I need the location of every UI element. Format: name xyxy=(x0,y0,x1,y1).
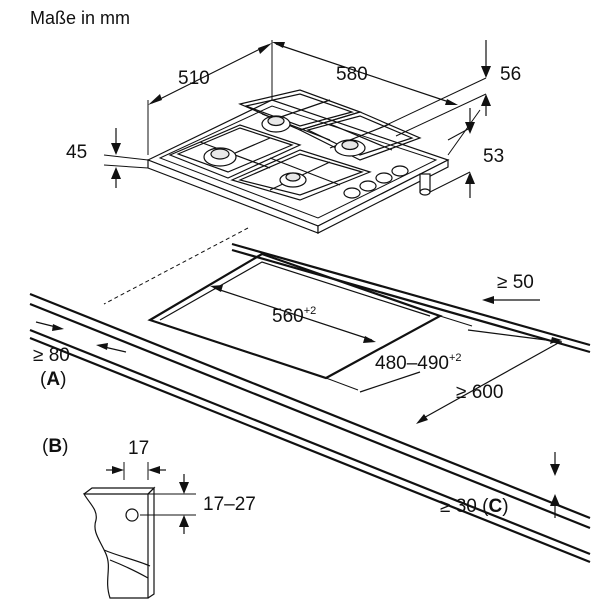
cutout-depth-label: 480–490+2 xyxy=(375,352,462,374)
burners xyxy=(203,115,366,188)
projection-line xyxy=(103,227,249,305)
worktop-profile xyxy=(82,493,149,599)
hob-knob-height-label: 53 xyxy=(483,146,504,167)
hob-depth-label: 580 xyxy=(336,64,368,85)
label-a: (A) xyxy=(40,369,66,390)
rear-min-label: ≥ 50 xyxy=(497,272,534,293)
hob-top-plate xyxy=(146,99,450,227)
side-clearance-label: ≥ 30 (C) xyxy=(440,496,509,517)
front-min-label: ≥ 80 xyxy=(33,345,70,366)
detail-height-label: 17–27 xyxy=(203,494,256,515)
detail-width-label: 17 xyxy=(128,438,149,459)
hob-side-edge xyxy=(317,159,449,234)
worktop-depth-label: ≥ 600 xyxy=(456,382,503,403)
hob-height-label: 45 xyxy=(66,142,87,163)
control-knobs xyxy=(343,165,431,199)
diagram-title: Maße in mm xyxy=(30,8,130,28)
cutout-width-label: 560+2 xyxy=(272,305,316,327)
hob-inner-frame xyxy=(158,105,438,219)
knob-3 xyxy=(375,172,393,184)
knob-1 xyxy=(343,187,361,199)
knob-4 xyxy=(391,165,409,177)
hob-drawing xyxy=(103,89,450,305)
detail-b: (B) 17 17–27 xyxy=(42,436,256,599)
detail-hole xyxy=(125,508,139,522)
hob-dimensions: 510 580 56 53 45 xyxy=(66,40,521,198)
label-b: (B) xyxy=(42,436,68,457)
hob-width-label: 510 xyxy=(178,68,210,89)
cutout-dimensions: 560+2 480–490+2 ≥ 50 ≥ 80 (A) ≥ 600 ≥ 30… xyxy=(33,272,563,518)
knob-2 xyxy=(359,180,377,192)
hob-back-offset-label: 56 xyxy=(500,64,521,85)
